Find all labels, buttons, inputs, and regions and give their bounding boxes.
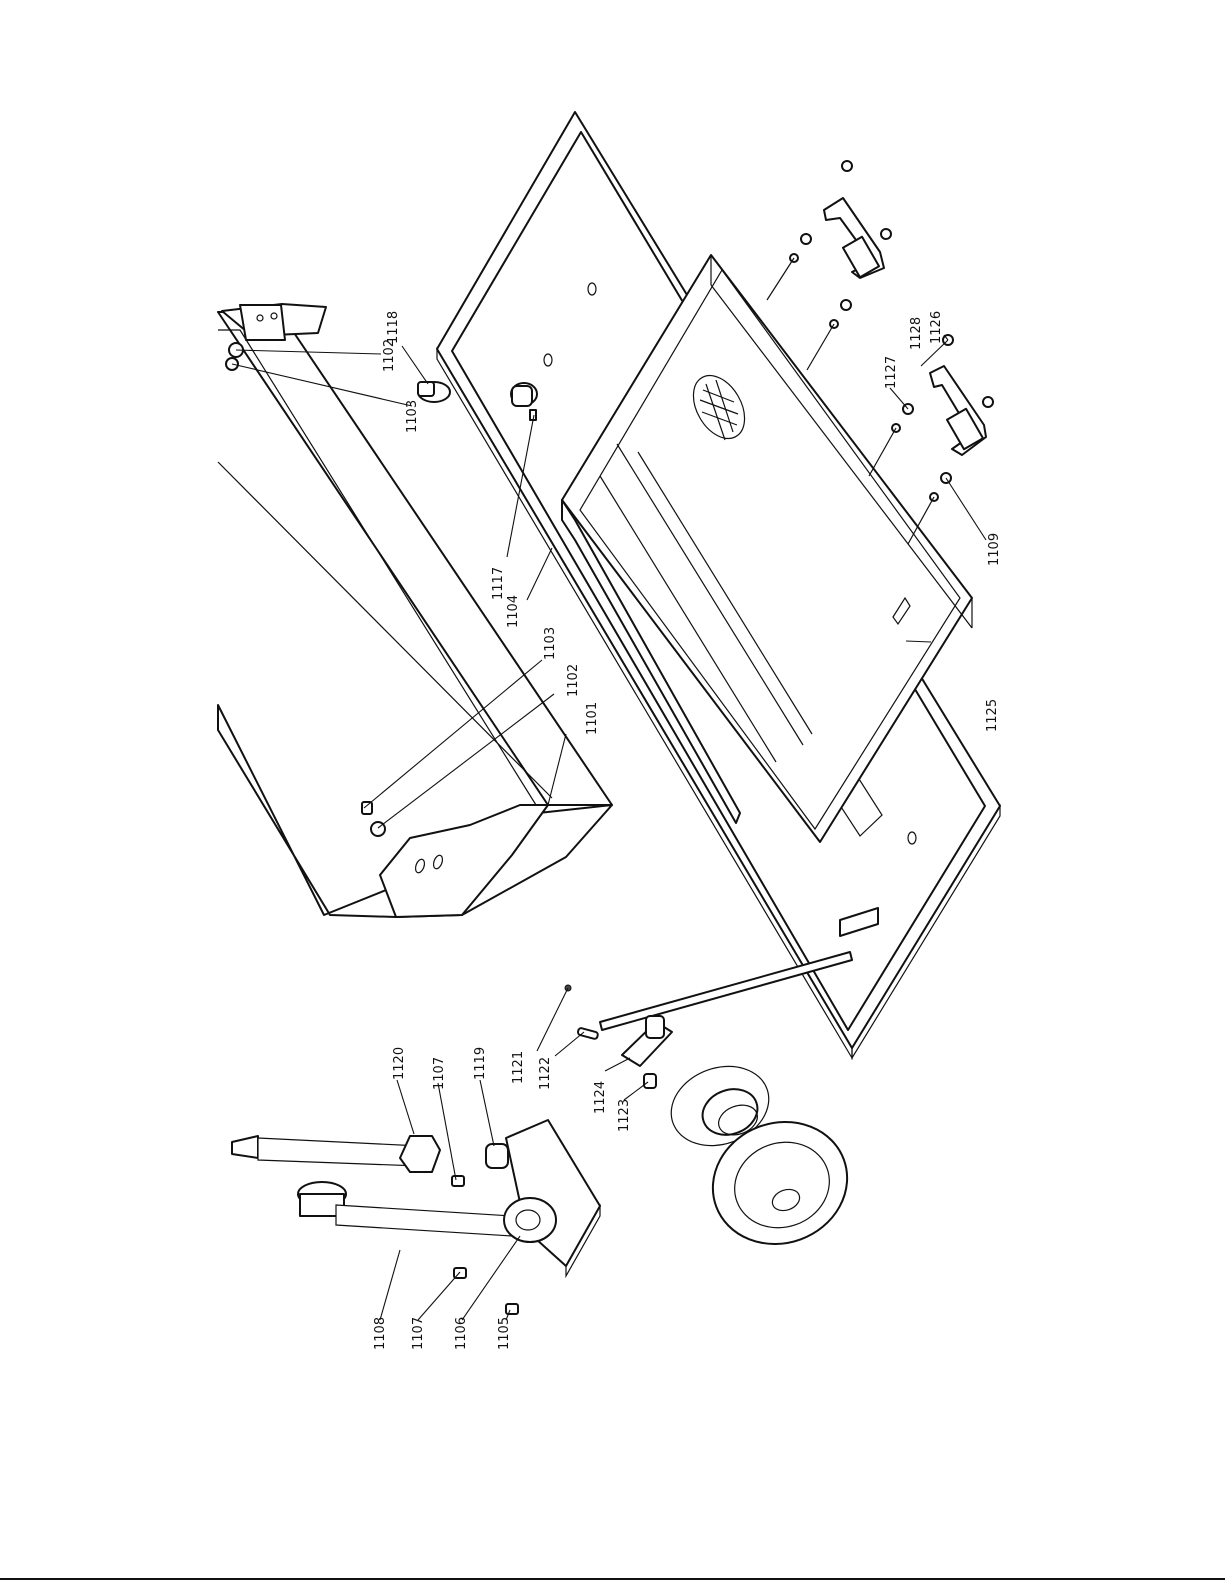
callout-1107: 1107 [432,1057,447,1090]
callout-1106: 1106 [454,1317,469,1350]
clamp-assembly [577,1016,672,1088]
callout-1124: 1124 [593,1081,608,1114]
callout-1102: 1102 [566,664,581,697]
callout-1126: 1126 [929,311,944,344]
callout-1105: 1105 [497,1317,512,1350]
callout-1104: 1104 [506,595,521,628]
callout-1122: 1122 [538,1057,553,1090]
feed-screw [298,1182,512,1236]
callout-1118: 1118 [386,311,401,344]
callout-1108: 1108 [373,1317,388,1350]
callout-1120: 1120 [392,1047,407,1080]
tailstock-spindle [232,1136,508,1172]
callout-1127: 1127 [884,356,899,389]
callout-1117: 1117 [491,567,506,600]
callout-1119: 1119 [473,1047,488,1080]
callout-1128: 1128 [909,317,924,350]
callout-1103: 1103 [405,400,420,433]
page-bottom-rule [0,1578,1225,1580]
callout-1107: 1107 [411,1317,426,1350]
callout-1125: 1125 [985,699,1000,732]
callout-1109: 1109 [987,533,1002,566]
callout-1101: 1101 [585,702,600,735]
callout-1121: 1121 [511,1051,526,1084]
callout-1123: 1123 [617,1099,632,1132]
callout-1103: 1103 [543,627,558,660]
